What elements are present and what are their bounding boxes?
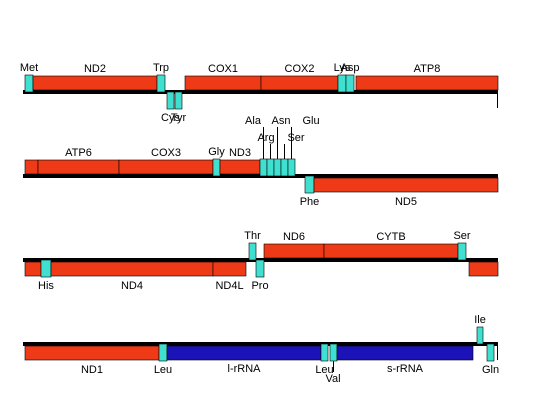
gene-ser — [280, 158, 289, 177]
gene-label-cys: Cys — [161, 112, 180, 124]
gene-nd5 — [313, 177, 499, 193]
gene-label-val: Val — [325, 373, 340, 385]
gene-asn — [273, 158, 282, 177]
gene-cytb — [323, 243, 459, 259]
gene-label-asn: Asn — [272, 115, 291, 127]
gene-label-thr: Thr — [244, 230, 261, 242]
gene-label-ser: Ser — [453, 230, 470, 242]
gene-glu — [287, 158, 296, 177]
gene-label-gln: Gln — [482, 364, 499, 376]
gene-label-trp: Trp — [153, 62, 169, 74]
gene-label-nd4: ND4 — [121, 280, 143, 292]
gene-cox2 — [260, 75, 339, 91]
gene-thr — [248, 242, 257, 261]
gene-label-cox3: COX3 — [151, 147, 181, 159]
gene-segment — [24, 159, 39, 175]
gene-label-s-rrna: s-rRNA — [387, 363, 424, 375]
gene-label-his: His — [38, 280, 54, 292]
gene-label-asp: Asp — [341, 62, 360, 74]
gene-label-nd6: ND6 — [283, 231, 305, 243]
gene-label-l-rrna: l-rRNA — [228, 363, 262, 375]
gene-segment — [24, 261, 42, 277]
gene-ser — [457, 242, 467, 261]
gene-label-atp8: ATP8 — [414, 63, 441, 75]
gene-label-atp6: ATP6 — [65, 147, 92, 159]
strand-end-tick — [497, 344, 498, 360]
gene-label-leu: Leu — [154, 364, 172, 376]
gene-label-nd3: ND3 — [229, 147, 251, 159]
gene-label-phe: Phe — [300, 196, 320, 208]
gene-met — [24, 74, 34, 93]
gene-label-cox1: COX1 — [208, 63, 238, 75]
gene-label-cox2: COX2 — [285, 63, 315, 75]
gene-s-rrna — [336, 345, 474, 361]
gene-leu — [158, 343, 168, 362]
gene-label-lys: Lys — [334, 62, 351, 74]
gene-nd6 — [263, 243, 325, 259]
gene-atp8 — [355, 75, 499, 91]
gene-leu — [320, 343, 329, 362]
gene-his — [40, 259, 52, 278]
gene-nd4 — [50, 261, 214, 277]
strand-end-tick — [497, 92, 498, 108]
gene-label-gly: Gly — [208, 146, 225, 158]
gene-tyr — [174, 91, 183, 110]
gene-val — [329, 343, 338, 362]
gene-nd2 — [32, 75, 158, 91]
gene-gly — [212, 158, 221, 177]
gene-label-tyr: Tyr — [171, 112, 187, 124]
gene-label-met: Met — [20, 62, 38, 74]
gene-atp6 — [37, 159, 120, 175]
gene-nd3 — [219, 159, 261, 175]
gene-trp — [156, 74, 166, 93]
gene-l-rrna — [166, 345, 322, 361]
strand-line — [23, 90, 498, 94]
gene-segment — [468, 261, 499, 277]
gene-phe — [304, 175, 315, 194]
gene-nd4l — [212, 261, 247, 277]
gene-label-glu: Glu — [302, 115, 319, 127]
gene-ala — [259, 158, 268, 177]
gene-cys — [166, 91, 175, 110]
gene-label-pro: Pro — [251, 280, 268, 292]
strand-line — [23, 342, 498, 346]
gene-label-arg: Arg — [257, 132, 274, 144]
gene-asp — [345, 74, 355, 93]
gene-label-nd4l: ND4L — [215, 280, 243, 292]
gene-nd1 — [24, 345, 160, 361]
gene-cox1 — [184, 75, 262, 91]
gene-label-ser: Ser — [287, 132, 304, 144]
gene-label-nd5: ND5 — [395, 196, 417, 208]
gene-ile — [476, 326, 484, 345]
gene-lys — [337, 74, 347, 93]
gene-label-cytb: CYTB — [376, 231, 405, 243]
gene-label-leu: Leu — [315, 364, 333, 376]
gene-label-ile: Ile — [474, 314, 486, 326]
gene-arg — [266, 158, 275, 177]
gene-label-nd2: ND2 — [84, 63, 106, 75]
gene-gln — [486, 343, 495, 362]
gene-pro — [255, 259, 265, 278]
gene-cox3 — [118, 159, 214, 175]
gene-label-nd1: ND1 — [81, 364, 103, 376]
gene-label-ala: Ala — [245, 115, 262, 127]
